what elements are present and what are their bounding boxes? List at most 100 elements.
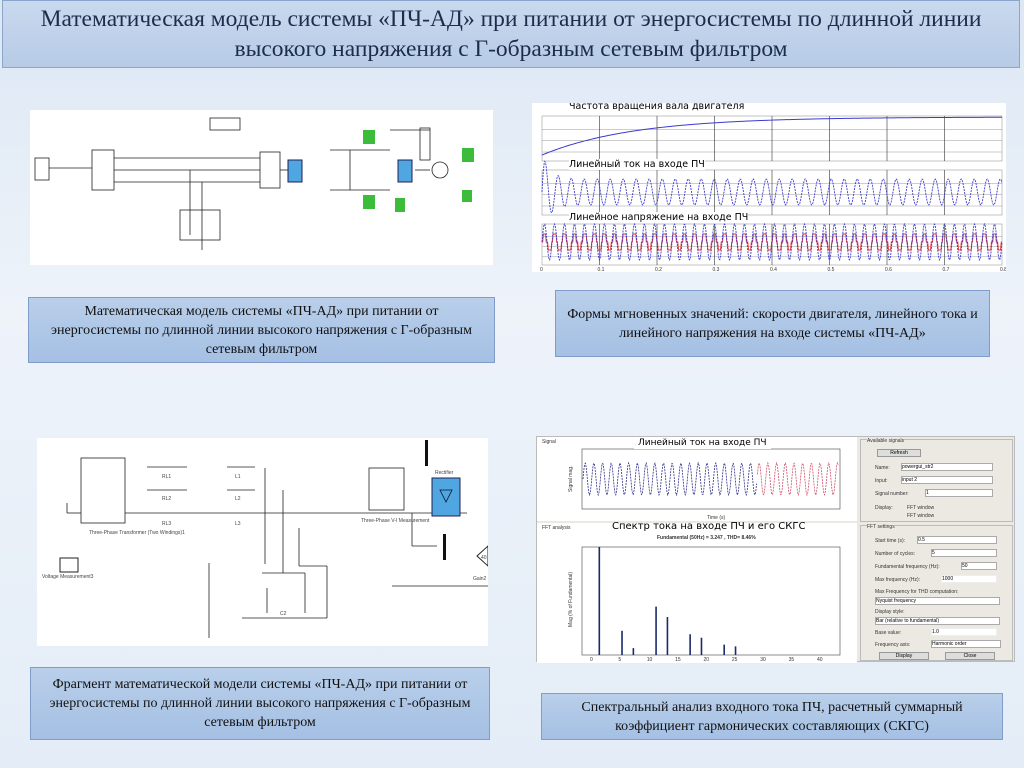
freq-axis-label: Frequency axis: [875, 642, 911, 648]
rectifier-label: Rectifier [435, 470, 454, 476]
x-tick-label: 0.3 [713, 267, 720, 272]
waveform-title-speed: Частота вращения вала двигателя [569, 103, 745, 112]
waveform-title-current: Линейный ток на входе ПЧ [569, 159, 705, 170]
current-trace [541, 160, 1003, 214]
panel-signal-label: Signal [542, 439, 556, 445]
panel-fft-label: FFT analysis [542, 525, 571, 531]
harmonic-bar [734, 646, 737, 655]
display-style-label: Display style: [875, 609, 905, 615]
cycles-label: Number of cycles: [875, 551, 916, 557]
signal-axes [581, 448, 841, 510]
fundamental-text: Fundamental (50Hz) = 3.247 , THD= 8.46% [657, 535, 756, 541]
fund-freq-input[interactable]: 50 [961, 562, 997, 570]
max-freq-input[interactable]: 1000 [941, 575, 997, 583]
input-label: Input: [875, 478, 888, 484]
fft-window-radio[interactable]: FFT window [907, 505, 935, 511]
fft-x-tick: 30 [760, 657, 766, 663]
x-tick-label: 0.8 [1000, 267, 1006, 272]
fft-axes [581, 546, 841, 656]
caption-fragment: Фрагмент математической модели системы «… [30, 667, 490, 740]
waveforms-image: 0 0.1 0.2 0.3 0.4 0.5 0.6 0.7 0.8 Частота вращен… [532, 103, 1006, 272]
input-select[interactable]: input 2 [901, 476, 993, 484]
base-value-label: Base value: [875, 630, 902, 636]
waveform-title-voltage: Линейное напряжение на входе ПЧ [569, 212, 749, 223]
model-diagram [34, 117, 474, 250]
fft-x-tick: 0 [590, 657, 593, 663]
fft-x-tick: 25 [732, 657, 738, 663]
fft-window-radio-2[interactable]: FFT window [907, 513, 935, 519]
fft-ylabel: Mag (% of Fundamental) [568, 572, 574, 627]
fft-x-tick: 40 [817, 657, 823, 663]
x-tick-label: 0.4 [770, 267, 777, 272]
voltage-trace-dashed [541, 222, 1003, 262]
fft-x-tick: 20 [704, 657, 710, 663]
time-label: Time (s) [707, 515, 725, 521]
c2-label: C2 [280, 611, 287, 617]
signal-trace-window [757, 461, 839, 497]
speed-trace [541, 116, 1003, 156]
max-freq-label: Max frequency (Hz): [875, 577, 921, 583]
name-select[interactable]: powergui_str2 [901, 463, 993, 471]
model-fragment-image: Three-Phase Transformer (Two Windings)1 … [37, 438, 488, 646]
display-label: Display: [875, 505, 893, 511]
start-time-input[interactable]: 0.5 [917, 536, 997, 544]
fft-x-tick: 35 [789, 657, 795, 663]
display-style-select[interactable]: Bar (relative to fundamental) [875, 617, 1000, 625]
rl2-label: RL2 [162, 496, 171, 502]
x-tick-label: 0.1 [598, 267, 605, 272]
gain-value: 40 [481, 555, 487, 561]
caption-model: Математическая модель системы «ПЧ-АД» пр… [28, 297, 495, 363]
signal-title: Линейный ток на входе ПЧ [634, 437, 771, 449]
fft-x-tick: 10 [647, 657, 653, 663]
harmonic-bar [723, 644, 725, 655]
caption-waveforms: Формы мгновенных значений: скорости двиг… [555, 290, 990, 357]
harmonic-bar [666, 616, 669, 655]
base-value-input[interactable]: 1.0 [931, 628, 997, 636]
signal-trace [582, 461, 757, 497]
signal-number-label: Signal number: [875, 491, 909, 497]
fft-settings-label: FFT settings [867, 524, 895, 530]
harmonic-bar [598, 547, 601, 655]
x-tick-label: 0.7 [943, 267, 950, 272]
cycles-input[interactable]: 5 [931, 549, 997, 557]
x-tick-label: 0.6 [885, 267, 892, 272]
caption-spectrum: Спектральный анализ входного тока ПЧ, ра… [541, 693, 1003, 740]
close-button[interactable]: Close [945, 652, 995, 660]
x-tick-label: 0.5 [828, 267, 835, 272]
freq-axis-select[interactable]: Harmonic order [931, 640, 1001, 648]
refresh-button[interactable]: Refresh [877, 449, 921, 457]
harmonic-bar [689, 634, 691, 655]
spectrum-title: Спектр тока на входе ПЧ и его СКГС [612, 521, 806, 532]
thd-select[interactable]: Nyquist frequency [875, 597, 1000, 605]
harmonic-bar [632, 648, 635, 655]
l3-label: L3 [235, 521, 241, 527]
harmonic-bar [700, 637, 703, 655]
display-button[interactable]: Display [879, 652, 929, 660]
harmonic-bar [655, 606, 657, 655]
x-tick-label: 0 [540, 267, 543, 272]
signal-ylabel: Signal mag. [568, 466, 574, 492]
start-time-label: Start time (s): [875, 538, 906, 544]
available-signals-panel: Available signals Refresh Name: powergui… [860, 438, 1013, 522]
l1-label: L1 [235, 474, 241, 480]
fft-analysis-window: 0510152025303540Harmonic orderTime (s)Si… [536, 436, 1015, 663]
gain-label: Gain2 [473, 576, 487, 582]
fft-x-tick: 15 [675, 657, 681, 663]
harmonic-bar [621, 630, 623, 655]
vi-label: Three-Phase V-I Measurement [361, 518, 430, 524]
fund-freq-label: Fundamental frequency (Hz): [875, 564, 940, 570]
available-signals-label: Available signals [867, 438, 905, 444]
rl3-label: RL3 [162, 521, 171, 527]
name-label: Name: [875, 465, 890, 471]
fragment-diagram: Three-Phase Transformer (Two Windings)1 … [42, 440, 488, 638]
slide-title: Математическая модель системы «ПЧ-АД» пр… [2, 0, 1020, 68]
thd-label: Max Frequency for THD computation: [875, 589, 959, 595]
fft-x-tick: 5 [618, 657, 621, 663]
signal-number-select[interactable]: 1 [925, 489, 993, 497]
l2-label: L2 [235, 496, 241, 502]
x-tick-label: 0.2 [655, 267, 662, 272]
voltage-measurement-label: Voltage Measurement3 [42, 574, 94, 580]
transformer-label: Three-Phase Transformer (Two Windings)1 [89, 530, 185, 536]
fft-settings-panel: FFT settings Start time (s): 0.5 Number … [860, 524, 1013, 661]
rl1-label: RL1 [162, 474, 171, 480]
